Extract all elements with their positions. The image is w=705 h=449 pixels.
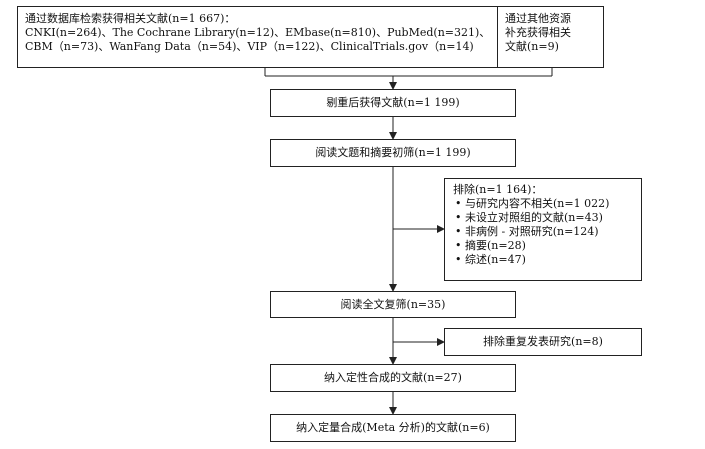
excluded-reason-item: 未设立对照组的文献(n=43) [453, 211, 633, 225]
qualitative-synthesis-box: 纳入定性合成的文献(n=27) [270, 364, 516, 392]
other-sources-box: 通过其他资源 补充获得相关 文献(n=9) [497, 6, 604, 68]
excluded-reasons-list: 与研究内容不相关(n=1 022) 未设立对照组的文献(n=43) 非病例 - … [453, 197, 633, 267]
excluded-box: 排除(n=1 164)： 与研究内容不相关(n=1 022) 未设立对照组的文献… [444, 178, 642, 281]
excluded-reason-item: 综述(n=47) [453, 253, 633, 267]
duplicate-excluded-box: 排除重复发表研究(n=8) [444, 328, 642, 356]
fulltext-screen-label: 阅读全文复筛(n=35) [340, 297, 446, 311]
fulltext-screen-box: 阅读全文复筛(n=35) [270, 291, 516, 318]
quantitative-synthesis-label: 纳入定量合成(Meta 分析)的文献(n=6) [296, 421, 490, 434]
database-search-box: 通过数据库检索获得相关文献(n=1 667)： CNKI(n=264)、The … [17, 6, 500, 68]
excluded-reason-item: 摘要(n=28) [453, 239, 633, 253]
title-abstract-screen-label: 阅读文题和摘要初筛(n=1 199) [315, 146, 471, 159]
excluded-header: 排除(n=1 164)： [453, 183, 543, 196]
other-sources-line-2: 补充获得相关 [505, 26, 571, 39]
quantitative-synthesis-box: 纳入定量合成(Meta 分析)的文献(n=6) [270, 414, 516, 442]
excluded-reason-item: 与研究内容不相关(n=1 022) [453, 197, 633, 211]
title-abstract-screen-box: 阅读文题和摘要初筛(n=1 199) [270, 139, 516, 167]
excluded-reason-item: 非病例 - 对照研究(n=124) [453, 225, 633, 239]
database-search-line-3: CBM（n=73)、WanFang Data（n=54)、VIP（n=122)、… [25, 40, 474, 53]
qualitative-synthesis-label: 纳入定性合成的文献(n=27) [324, 371, 462, 384]
after-dedup-label: 剔重后获得文献(n=1 199) [326, 96, 460, 109]
database-search-line-2: CNKI(n=264)、The Cochrane Library(n=12)、E… [25, 26, 491, 39]
after-dedup-box: 剔重后获得文献(n=1 199) [270, 89, 516, 117]
other-sources-line-3: 文献(n=9) [505, 40, 559, 53]
duplicate-excluded-label: 排除重复发表研究(n=8) [483, 335, 603, 348]
database-search-line-1: 通过数据库检索获得相关文献(n=1 667)： [25, 12, 236, 25]
other-sources-line-1: 通过其他资源 [505, 12, 571, 25]
